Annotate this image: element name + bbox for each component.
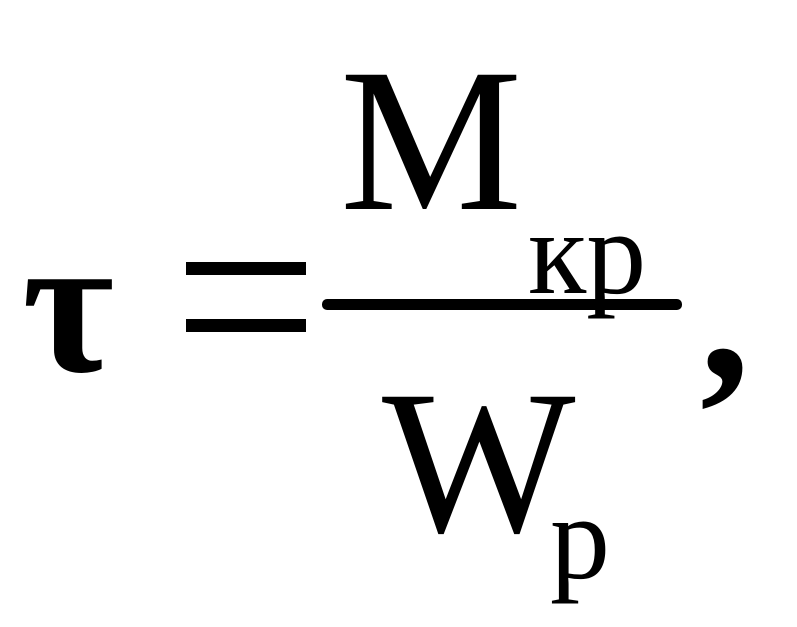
tau-symbol: τ (22, 194, 115, 415)
denominator-symbol: W (382, 349, 576, 576)
fraction-bar (322, 299, 682, 310)
numerator-symbol: M (340, 27, 523, 254)
fraction-denominator: W p (382, 349, 610, 610)
equals-bar-top (186, 262, 306, 275)
equals-bar-bottom (186, 319, 306, 332)
denominator-subscript: p (550, 471, 610, 604)
equals-sign (186, 262, 306, 332)
fraction-numerator: M кр (340, 27, 646, 313)
trailing-comma: , (700, 201, 750, 422)
numerator-subscript: кр (528, 186, 647, 319)
